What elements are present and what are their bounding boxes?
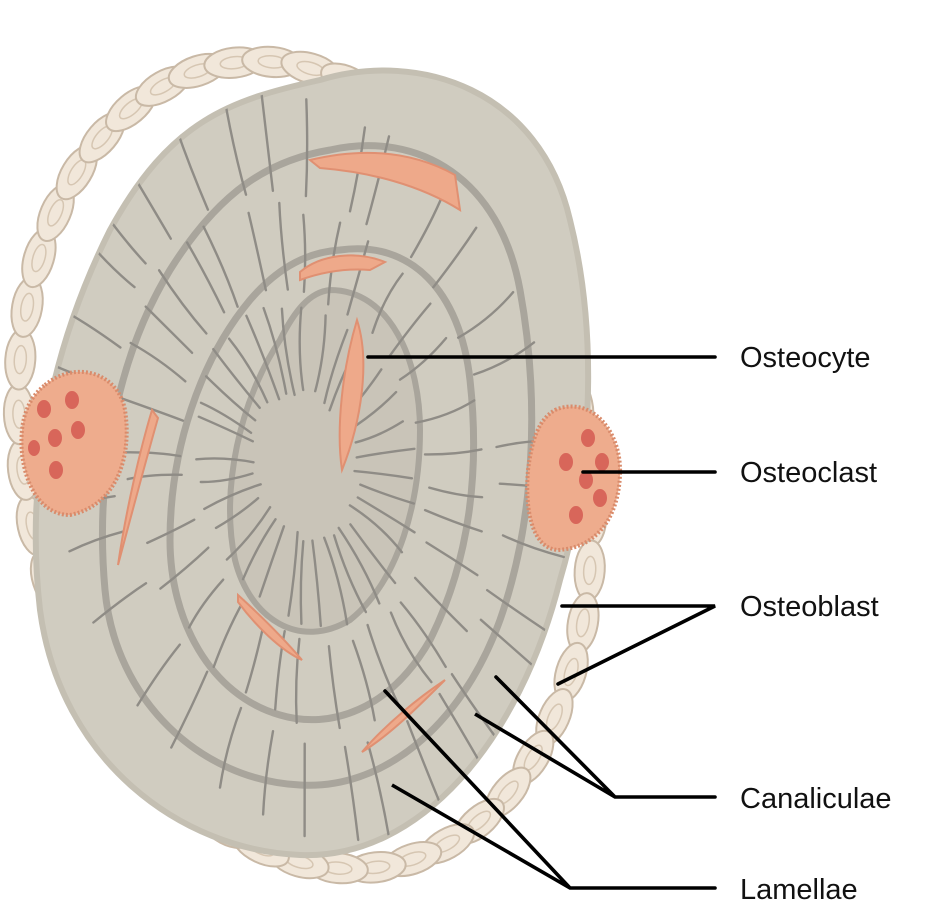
osteoclast-ruffled-border	[527, 406, 620, 550]
osteoblast-cell	[573, 539, 607, 601]
label-osteoclast: Osteoclast	[740, 457, 877, 489]
label-lamellae: Lamellae	[740, 874, 858, 906]
osteoclast-nucleus	[593, 489, 607, 507]
osteoclast-nucleus	[71, 421, 85, 439]
osteoclast-nucleus	[65, 391, 79, 409]
osteoclast-nucleus	[581, 429, 595, 447]
canaliculus	[306, 99, 307, 196]
label-osteocyte: Osteocyte	[740, 342, 871, 374]
labels: Osteocyte Osteoclast Osteoblast Canalicu…	[740, 342, 892, 906]
osteoclast-nucleus	[569, 506, 583, 524]
osteoclast-nucleus	[37, 400, 51, 418]
osteoclast-right	[527, 406, 620, 550]
osteoclast-nucleus	[559, 453, 573, 471]
osteoclast-nucleus	[595, 453, 609, 471]
osteoclast-nucleus	[28, 440, 40, 456]
label-canaliculae: Canaliculae	[740, 783, 892, 815]
osteoclast-nucleus	[49, 461, 63, 479]
label-osteoblast: Osteoblast	[740, 591, 879, 623]
osteoclast-nucleus	[48, 429, 62, 447]
osteoblast-cell	[3, 329, 37, 391]
